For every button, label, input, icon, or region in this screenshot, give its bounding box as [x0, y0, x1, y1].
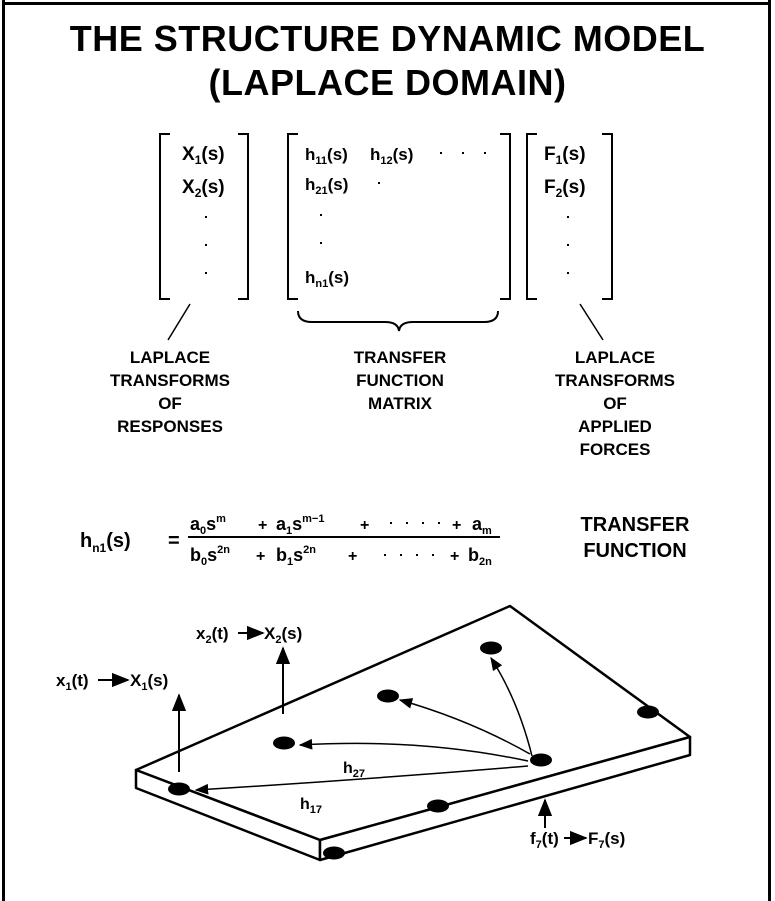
- transfer-function-label: TRANSFER FUNCTION: [550, 512, 720, 564]
- h11-entry: h11(s): [305, 145, 348, 167]
- f7-time-label: f7(t): [530, 829, 559, 851]
- caption-line: TRANSFORMS: [110, 371, 230, 390]
- X1-laplace-label: X1(s): [130, 671, 168, 693]
- denominator-plus-2: +: [348, 548, 357, 565]
- h17-label: h17: [300, 796, 322, 816]
- matrix-x-brackets: [159, 133, 249, 300]
- F7-laplace-label: F7(s): [588, 829, 625, 851]
- h27-label: h27: [343, 760, 365, 780]
- caption-applied-forces: LAPLACE TRANSFORMS OF APPLIED FORCES: [525, 346, 705, 461]
- caption-line: LAPLACE: [129, 348, 211, 367]
- numerator-a0sm: a0sm: [190, 513, 226, 537]
- x1-time-label: x1(t): [56, 671, 89, 693]
- numerator-plus-1: +: [258, 517, 267, 534]
- equation-lhs: hn1(s): [80, 530, 131, 555]
- matrix-h-row2-dot: [378, 182, 380, 184]
- tf-label-line-2: FUNCTION: [583, 540, 687, 562]
- frame-border-right: [768, 0, 771, 901]
- transfer-paths: [194, 656, 533, 795]
- numerator-am: am: [472, 514, 492, 537]
- hn1-entry: hn1(s): [305, 268, 349, 290]
- h21-entry: h21(s): [305, 175, 348, 197]
- frame-border-left: [2, 0, 5, 901]
- tf-label-line-1: TRANSFER: [580, 514, 690, 536]
- f1-entry: F1(s): [544, 144, 586, 167]
- f2-entry: F2(s): [544, 177, 586, 200]
- denominator-dots: [384, 554, 434, 556]
- caption-line: APPLIED: [578, 417, 652, 436]
- denominator-b2n: b2n: [468, 545, 492, 568]
- caption-line: FORCES: [579, 440, 651, 459]
- caption-line: TRANSFORMS: [555, 371, 675, 390]
- frame-border-top: [2, 2, 771, 5]
- matrix-brace: [297, 310, 499, 332]
- numerator-plus-3: +: [452, 517, 461, 534]
- x1-entry: X1(s): [182, 144, 225, 167]
- title-line-1: THE STRUCTURE DYNAMIC MODEL: [69, 18, 706, 59]
- caption-responses: LAPLACE TRANSFORMS OF RESPONSES: [95, 346, 245, 438]
- x2-time-label: x2(t): [196, 624, 229, 646]
- x2-entry: X2(s): [182, 177, 225, 200]
- equation-equals: =: [168, 530, 180, 552]
- denominator-b1s2n: b1s2n: [276, 544, 316, 568]
- leader-left: [167, 303, 191, 341]
- numerator-dots: [390, 522, 440, 524]
- caption-line: OF: [158, 394, 182, 413]
- numerator-a1sm1: a1sm−1: [276, 513, 324, 537]
- plate-points: [168, 641, 659, 860]
- title-line-2: (LAPLACE DOMAIN): [208, 62, 567, 103]
- matrix-x-dots: [205, 216, 207, 274]
- plate: [134, 604, 692, 862]
- h12-entry: h12(s): [370, 145, 413, 167]
- matrix-h-col-dots: [320, 214, 322, 244]
- matrix-f-dots: [567, 216, 569, 274]
- caption-line: RESPONSES: [117, 417, 223, 436]
- denominator-plus-1: +: [256, 548, 265, 565]
- X2-laplace-label: X2(s): [264, 624, 302, 646]
- leader-right: [579, 303, 604, 341]
- numerator-plus-2: +: [360, 517, 369, 534]
- denominator-b0s2n: b0s2n: [190, 544, 230, 568]
- caption-line: MATRIX: [368, 394, 432, 413]
- denominator-plus-3: +: [450, 548, 459, 565]
- caption-transfer-matrix: TRANSFER FUNCTION MATRIX: [300, 346, 500, 415]
- caption-line: FUNCTION: [356, 371, 444, 390]
- matrix-h-brackets: [287, 133, 511, 300]
- matrix-f-brackets: [526, 133, 613, 300]
- caption-line: LAPLACE: [574, 348, 656, 367]
- caption-line: TRANSFER: [353, 348, 447, 367]
- matrix-h-row1-dots: [440, 152, 486, 154]
- caption-line: OF: [603, 394, 627, 413]
